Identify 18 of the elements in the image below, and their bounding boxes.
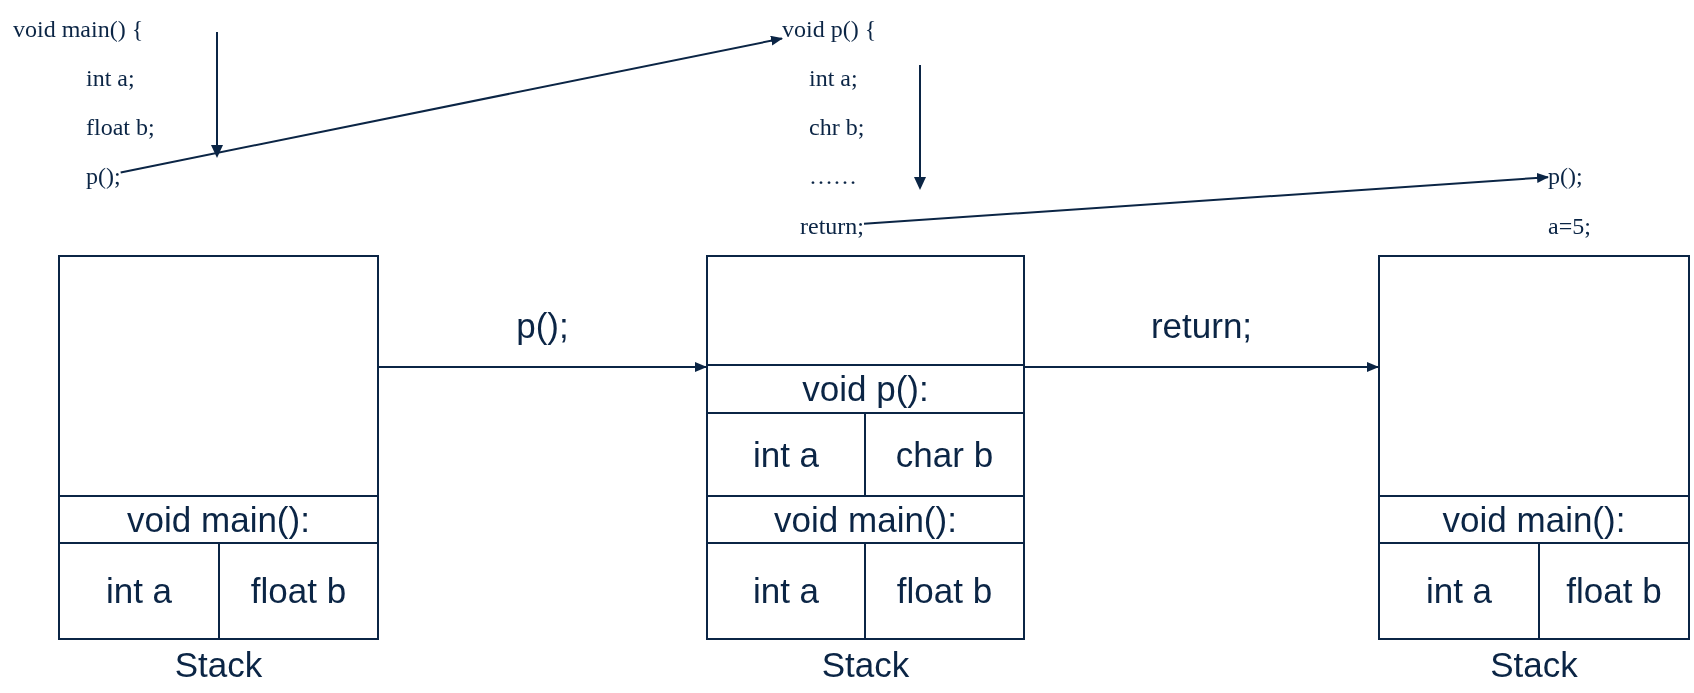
- code-line: void p() {: [782, 15, 877, 43]
- code-line: p();: [1548, 162, 1583, 190]
- stack-caption: Stack: [820, 646, 911, 684]
- code-line: void main() {: [13, 15, 144, 43]
- code-line: float b;: [86, 113, 155, 141]
- code-line: return;: [800, 212, 864, 240]
- code-line: int a;: [86, 64, 135, 92]
- stack-caption: Stack: [1489, 646, 1579, 684]
- arrow: [863, 172, 1549, 225]
- code-line: a=5;: [1548, 212, 1591, 240]
- code-line: ……: [809, 162, 857, 190]
- code-line: p();: [86, 162, 121, 190]
- stack-caption: Stack: [173, 646, 264, 684]
- arrow: [378, 362, 707, 372]
- code-line: chr b;: [809, 113, 865, 141]
- arrow: [119, 35, 783, 174]
- code-line: int a;: [809, 64, 858, 92]
- arrow: [1024, 362, 1379, 372]
